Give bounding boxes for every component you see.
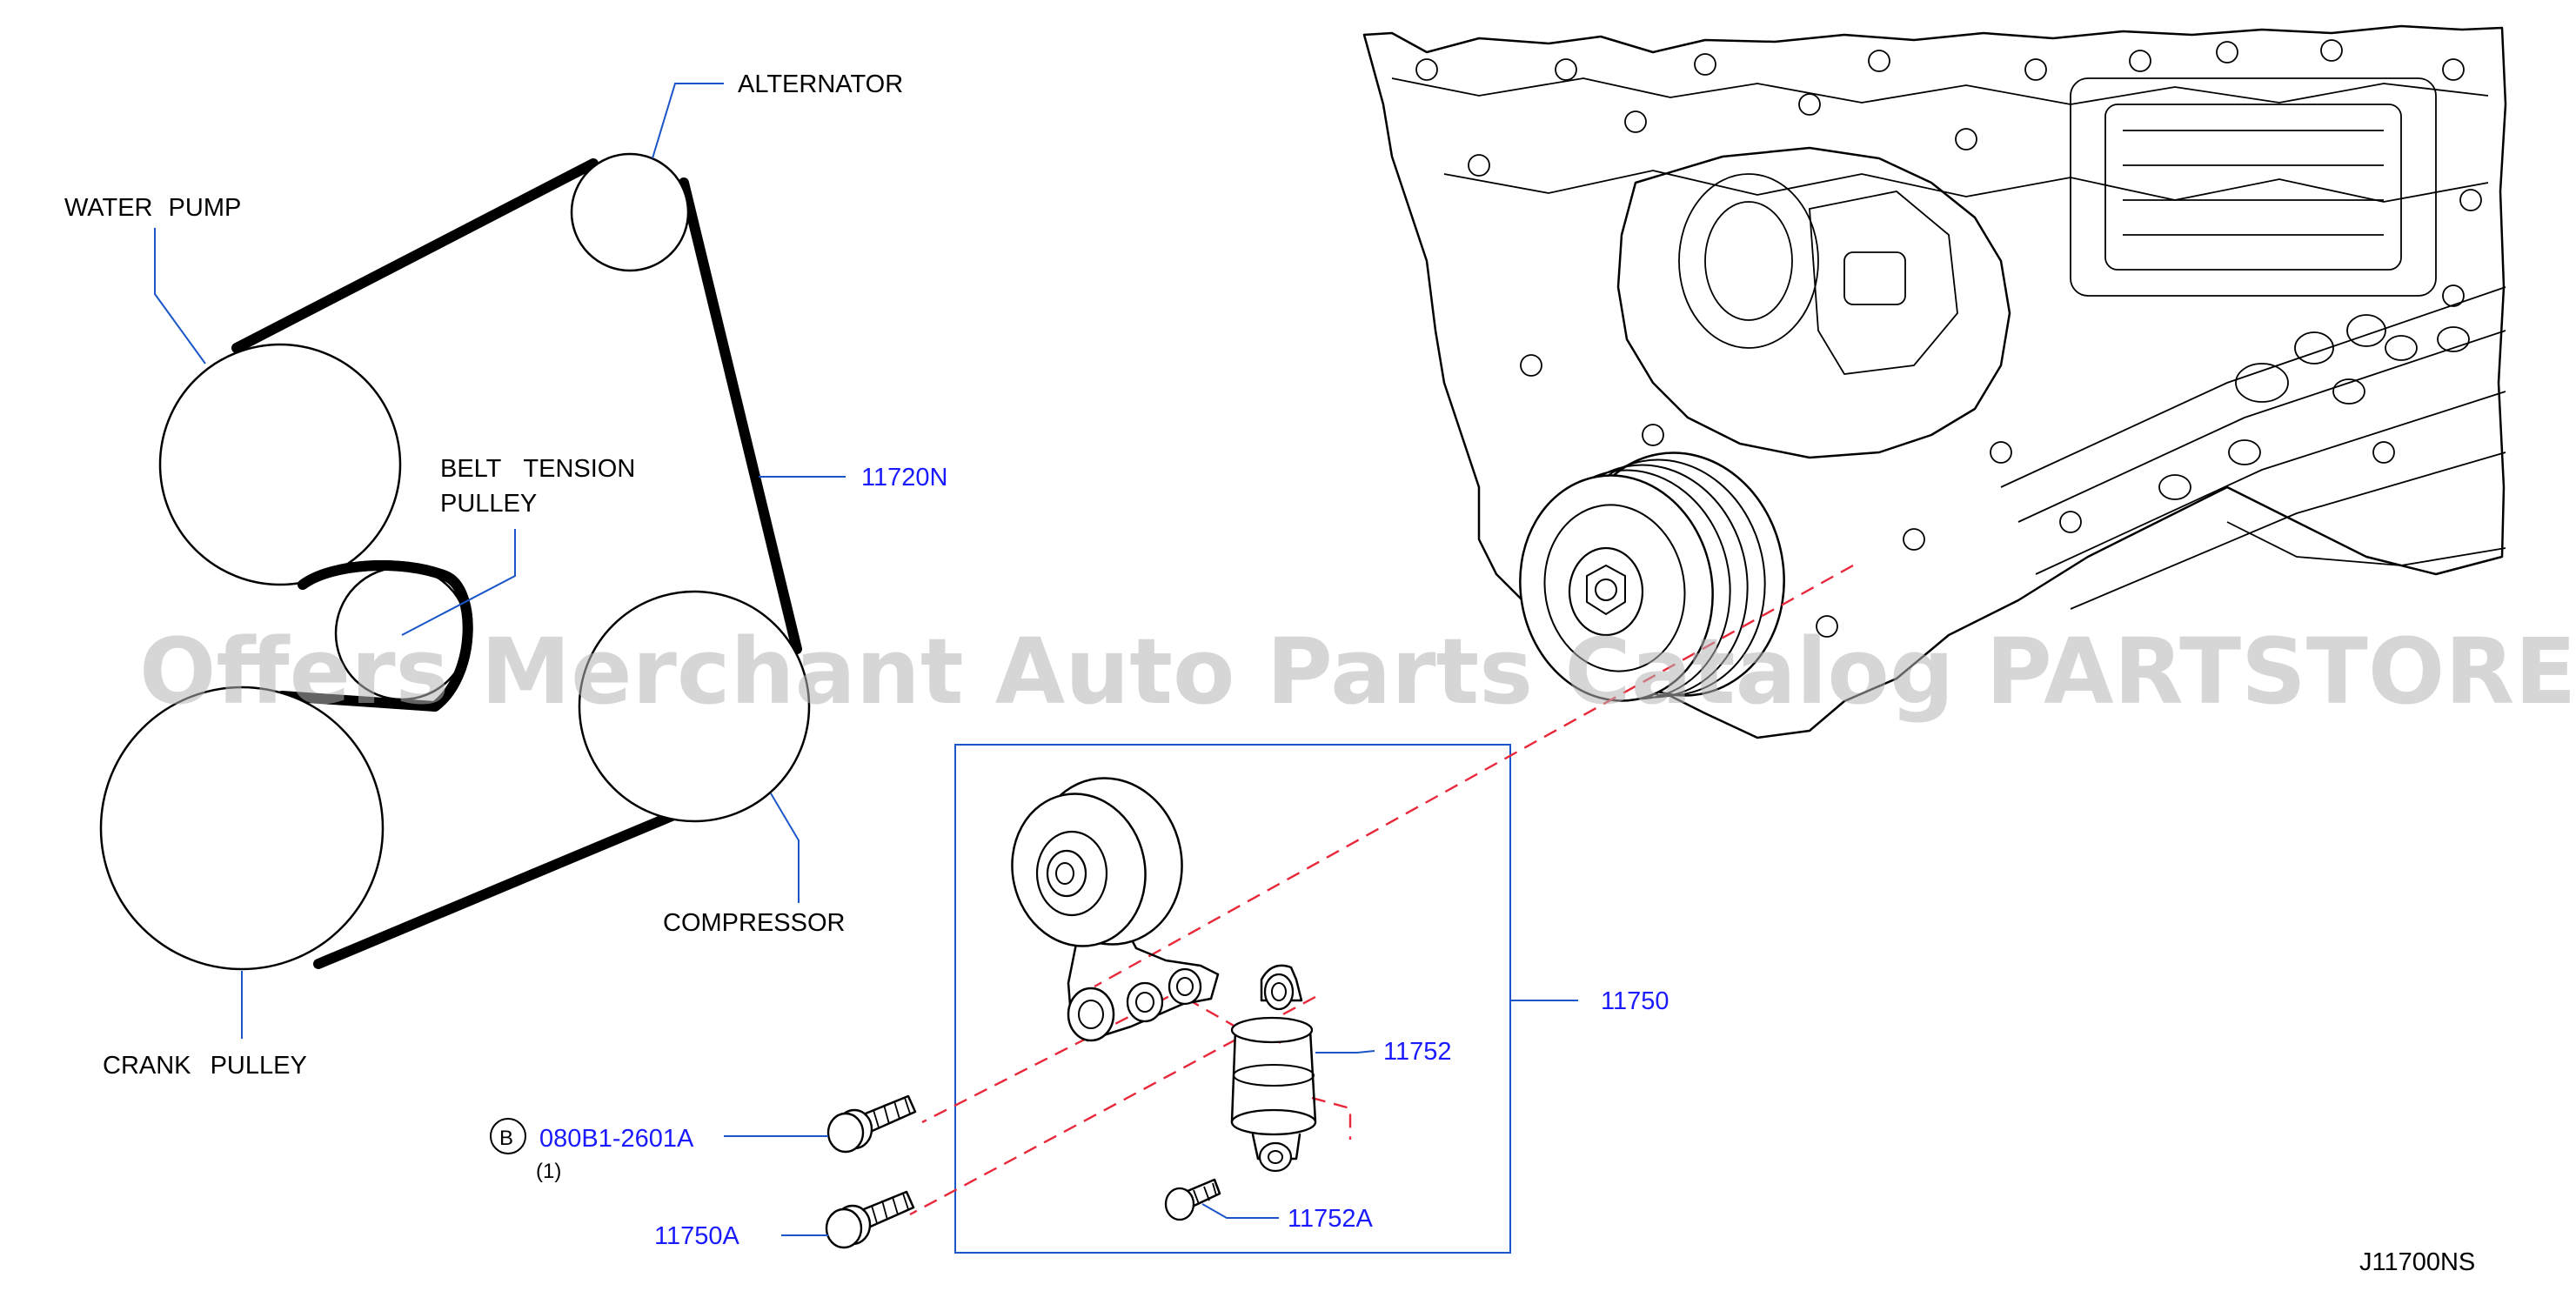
- water-pump-leader: [154, 228, 206, 365]
- tensioner-damper: [1230, 964, 1317, 1173]
- bolt-b-symbol-circle: [490, 1118, 526, 1154]
- damper-bolt: [1164, 1178, 1221, 1221]
- label-crank-pulley: CRANK PULLEY: [103, 1052, 307, 1080]
- label-alternator: ALTERNATOR: [738, 70, 903, 98]
- bolt-a: [825, 1190, 915, 1249]
- label-water-pump: WATER PUMP: [64, 194, 241, 222]
- bolt-b: [826, 1094, 917, 1154]
- part-number-belt[interactable]: 11720N: [861, 464, 947, 492]
- part-number-bolt-b[interactable]: 080B1-2601A: [539, 1125, 694, 1153]
- damper-bolt-leader: [1201, 1203, 1279, 1219]
- engine-crank-pulley: [1519, 452, 1785, 702]
- alternator-pulley: [570, 152, 690, 272]
- bolt-b-quantity: (1): [536, 1160, 561, 1183]
- water-pump-pulley: [158, 343, 402, 586]
- part-number-bolt-a[interactable]: 11750A: [654, 1222, 739, 1250]
- alternator-leader: [652, 83, 724, 159]
- belt-tension-leader: [401, 529, 516, 636]
- part-number-damper-bolt[interactable]: 11752A: [1288, 1205, 1373, 1233]
- crank-pulley: [99, 686, 385, 971]
- belt-routing: ALTERNATOR WATER PUMP BELT TENSION PULLE…: [64, 70, 947, 1080]
- label-compressor: COMPRESSOR: [663, 909, 845, 937]
- tensioner-pulley-bracket: [1011, 777, 1220, 1042]
- part-number-tensioner-damper[interactable]: 11752: [1383, 1038, 1452, 1066]
- tensioner-assembly-frame: [954, 744, 1511, 1254]
- damper-leader: [1315, 1050, 1375, 1054]
- part-number-tensioner-assembly[interactable]: 11750: [1601, 987, 1669, 1015]
- alignment-line-damper: [1311, 1096, 1352, 1140]
- diagram-code: J11700NS: [2359, 1248, 2475, 1276]
- alignment-line-upper: [1094, 564, 1854, 988]
- engine-block-illustration: [1362, 24, 2507, 739]
- label-belt-tension: BELT TENSION: [440, 455, 635, 483]
- compressor-leader: [770, 793, 800, 903]
- watermark: Offers Merchant Auto Parts Catalog PARTS…: [139, 619, 2576, 725]
- bolt-b-symbol: B: [499, 1127, 513, 1150]
- compressor-pulley: [578, 590, 811, 823]
- tensioner-assembly-group: 11750: [909, 564, 1854, 1254]
- label-belt-tension-pulley: PULLEY: [440, 490, 537, 518]
